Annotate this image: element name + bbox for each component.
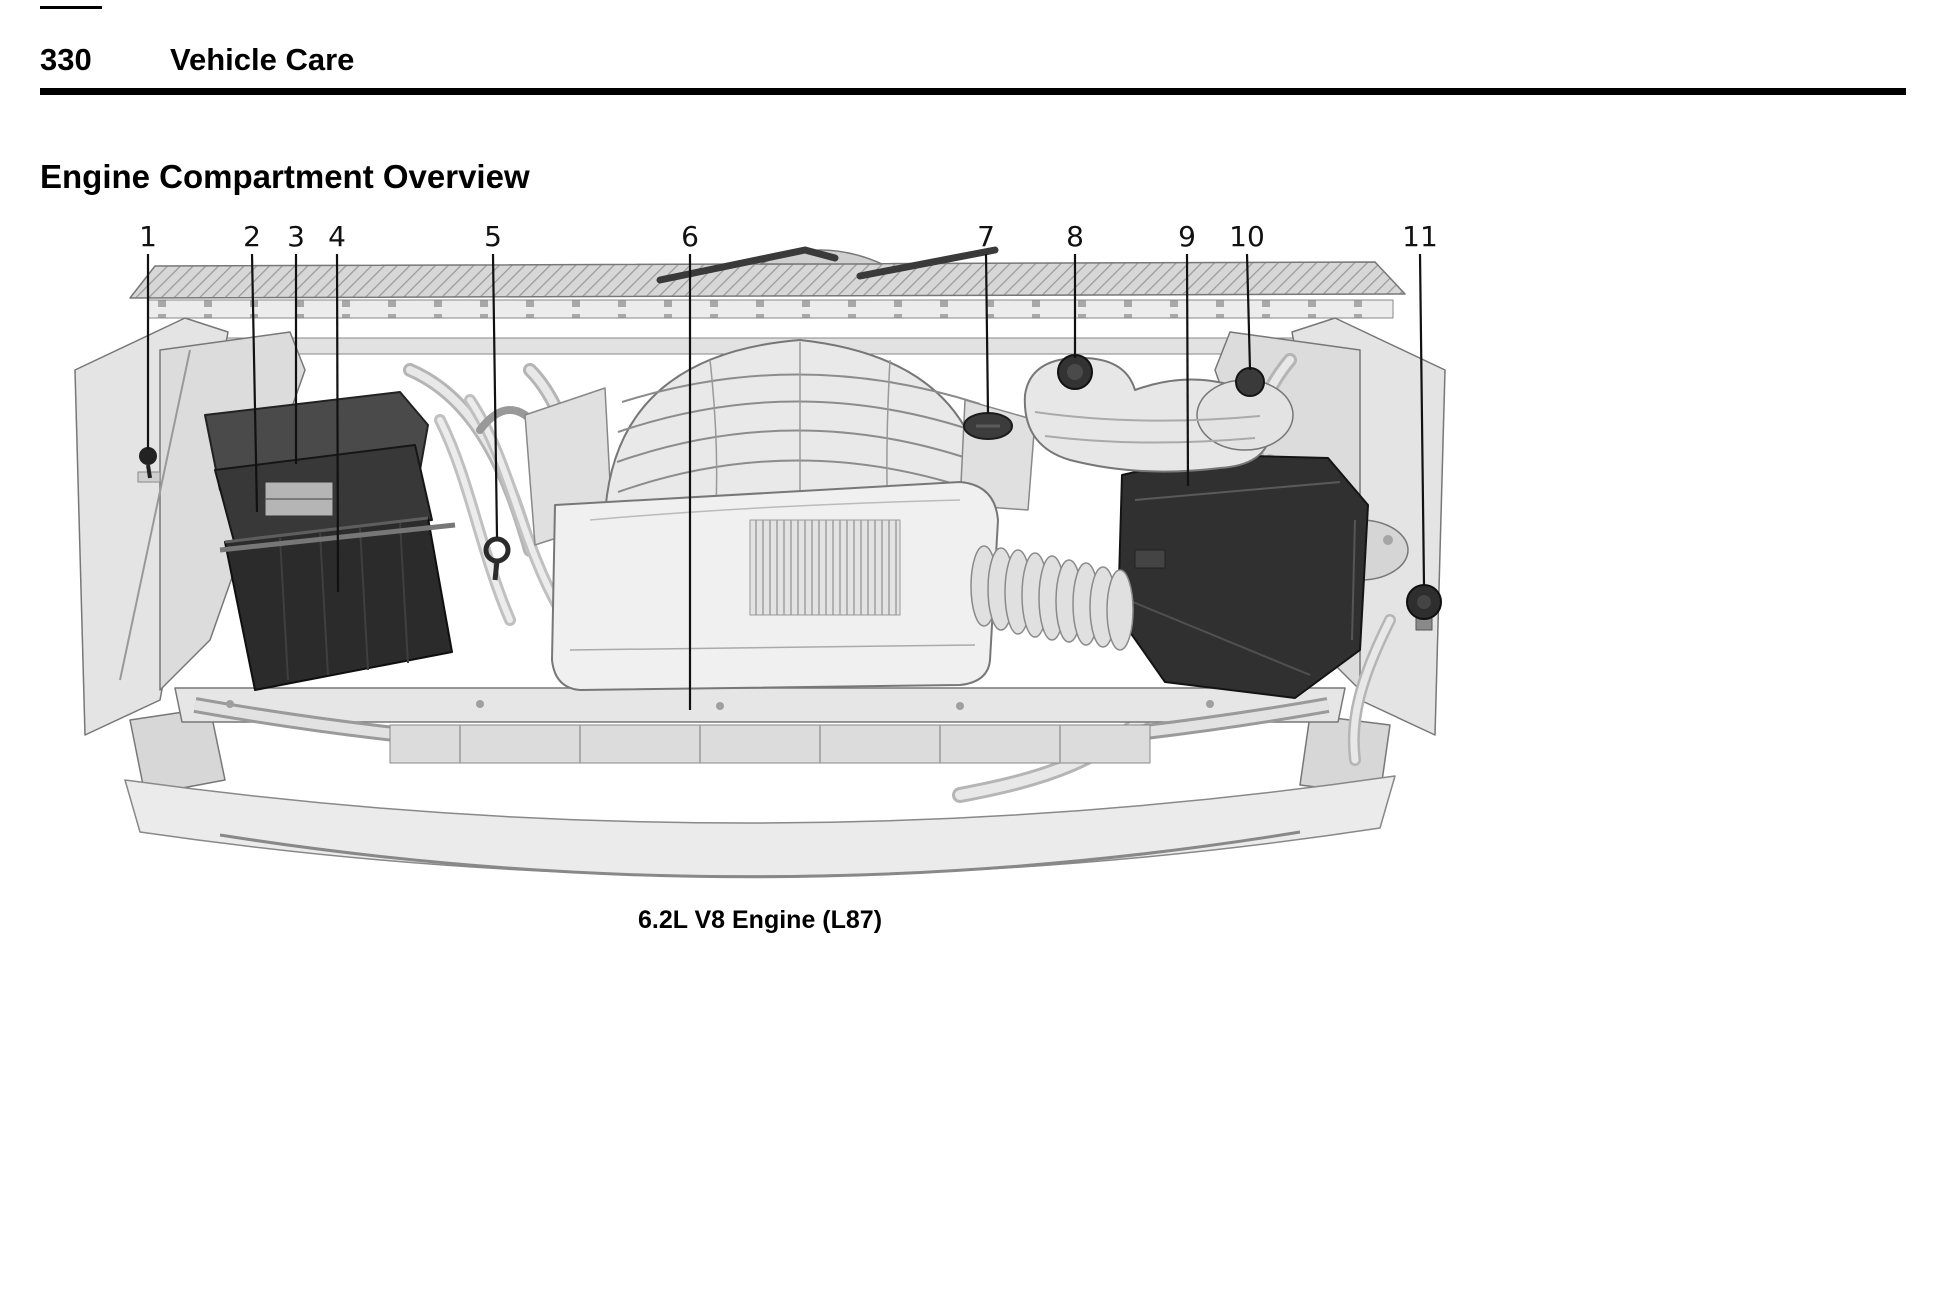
- engine-cover: [551, 481, 999, 691]
- knob-item-1: [137, 447, 161, 483]
- cap-item-11: [1406, 584, 1442, 631]
- page-edge-mark: [40, 6, 102, 9]
- svg-text:11: 11: [1402, 220, 1438, 253]
- svg-text:1: 1: [139, 220, 157, 253]
- page-header: 330 Vehicle Care: [40, 42, 354, 78]
- section-title: Vehicle Care: [170, 42, 355, 77]
- diagram-caption: 6.2L V8 Engine (L87): [637, 906, 883, 934]
- engine-bay-art: [74, 246, 1446, 879]
- svg-text:10: 10: [1229, 220, 1265, 253]
- air-intake-duct: [970, 545, 1134, 651]
- svg-text:3: 3: [287, 220, 305, 253]
- callout-1: 1: [139, 220, 157, 449]
- callout-2: 2: [243, 220, 261, 513]
- callout-10: 10: [1229, 220, 1265, 371]
- cap-item-10: [1235, 367, 1265, 397]
- callout-4: 4: [328, 220, 346, 593]
- engine-cover-label: [749, 519, 901, 616]
- svg-text:7: 7: [977, 220, 995, 253]
- cowl-tick-band: [147, 299, 1394, 319]
- header-rule: [40, 88, 1906, 95]
- front-fascia: [124, 775, 1396, 879]
- callout-8: 8: [1066, 220, 1084, 358]
- callout-9: 9: [1178, 220, 1196, 487]
- oil-cap-item-7: [963, 412, 1013, 440]
- ring-item-5: [483, 536, 511, 581]
- svg-text:8: 8: [1066, 220, 1084, 253]
- callout-3: 3: [287, 220, 305, 464]
- page-number: 330: [40, 42, 92, 77]
- engine-line-art: 1 234 5 6 7 8 9 10 11: [74, 220, 1446, 879]
- radiator-support: [174, 687, 1346, 764]
- page-heading: Engine Compartment Overview: [40, 158, 530, 195]
- air-cleaner-box: [1117, 454, 1369, 699]
- callout-7: 7: [977, 220, 995, 415]
- wiper-blades-icon: [656, 246, 999, 284]
- svg-text:4: 4: [328, 220, 346, 253]
- coolant-reservoir: [1023, 354, 1294, 473]
- bolt-dots: [226, 700, 1214, 710]
- callout-5: 5: [484, 220, 502, 538]
- battery-fuse-assembly: [204, 391, 456, 691]
- svg-text:6: 6: [681, 220, 699, 253]
- svg-text:5: 5: [484, 220, 502, 253]
- svg-text:2: 2: [243, 220, 261, 253]
- callout-11: 11: [1402, 220, 1438, 587]
- callout-6: 6: [681, 220, 699, 710]
- svg-text:9: 9: [1178, 220, 1196, 253]
